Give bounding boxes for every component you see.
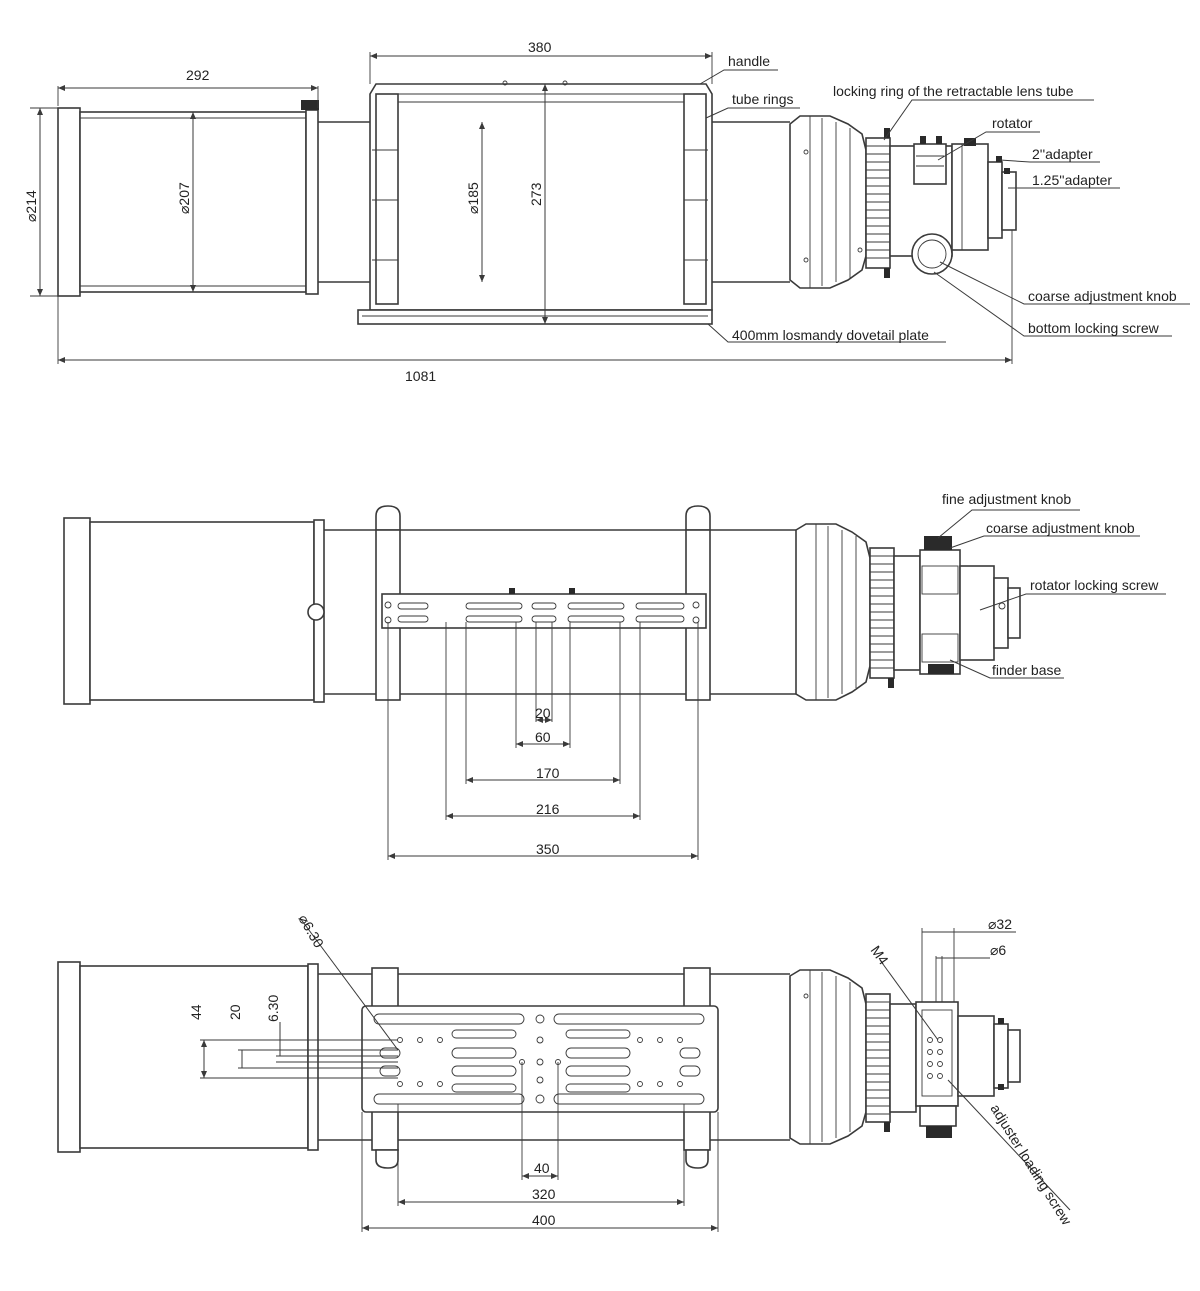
label-adapter-125: 1.25''adapter [1032, 172, 1112, 188]
side-view: handle tube rings locking ring of the re… [23, 39, 1190, 384]
dim-273: 273 [528, 182, 544, 206]
side-dimensions [30, 52, 1013, 364]
dim-630-diag: ⌀6.30 [295, 912, 327, 951]
focus-ring [865, 128, 891, 278]
dim-292: 292 [186, 67, 210, 83]
label-finder-base: finder base [992, 662, 1061, 678]
top-view: fine adjustment knob coarse adjustment k… [63, 491, 1166, 860]
lens-cell [789, 115, 867, 289]
dim-214: ⌀214 [23, 190, 39, 222]
label-m4: M4 [868, 943, 892, 968]
dovetail-top [381, 588, 707, 629]
dim-44: 44 [188, 1004, 204, 1020]
focus-ring-bottom [865, 993, 891, 1132]
label-coarse-knob-top: coarse adjustment knob [986, 520, 1135, 536]
label-handle: handle [728, 53, 770, 69]
label-rotator-screw: rotator locking screw [1030, 577, 1159, 593]
dim-400: 400 [532, 1212, 556, 1228]
rotator-bottom [957, 1015, 1021, 1097]
label-dovetail: 400mm losmandy dovetail plate [732, 327, 929, 343]
label-adapter-2: 2''adapter [1032, 146, 1093, 162]
label-coarse-knob: coarse adjustment knob [1028, 288, 1177, 304]
focuser-body [889, 136, 953, 275]
rotator [951, 138, 997, 251]
dovetail-plate [357, 309, 713, 325]
label-adjuster-screw: adjuster loading screw [987, 1101, 1075, 1228]
dim-350: 350 [536, 841, 560, 857]
bottom-view: ⌀6.30 44 20 6.30 40 320 400 ⌀32 ⌀6 M4 ad… [57, 912, 1075, 1232]
lens-cell-bottom [789, 969, 867, 1145]
dovetail-bottom [361, 1005, 719, 1113]
label-bottom-screw: bottom locking screw [1028, 320, 1160, 336]
bottom-dimensions [200, 917, 1071, 1232]
side-leaders [699, 69, 1190, 343]
rotator-top [959, 565, 1021, 661]
dim-630: 6.30 [265, 995, 281, 1022]
adapters [987, 156, 1017, 239]
dim-20: 20 [535, 705, 551, 721]
top-leaders [937, 509, 1166, 679]
dim-6: ⌀6 [990, 942, 1006, 958]
dim-32: ⌀32 [988, 916, 1012, 932]
label-tube-rings: tube rings [732, 91, 793, 107]
focus-ring-top [869, 547, 895, 688]
dim-320: 320 [532, 1186, 556, 1202]
label-rotator: rotator [992, 115, 1033, 131]
label-fine-knob: fine adjustment knob [942, 491, 1071, 507]
top-dimensions [387, 622, 699, 860]
label-locking-ring: locking ring of the retractable lens tub… [833, 83, 1074, 99]
dim-216: 216 [536, 801, 560, 817]
tube-rings [369, 80, 713, 311]
side-labels: handle tube rings locking ring of the re… [23, 39, 1177, 384]
main-tube-top [324, 529, 796, 695]
dim-380: 380 [528, 39, 552, 55]
dim-20-vert: 20 [227, 1004, 243, 1020]
focuser-bottom [889, 1001, 959, 1138]
dew-shield-top [63, 517, 325, 705]
dew-shield-bottom [57, 961, 319, 1153]
dim-170: 170 [536, 765, 560, 781]
top-labels: fine adjustment knob coarse adjustment k… [535, 491, 1159, 857]
dim-1081: 1081 [405, 368, 436, 384]
focuser-top [893, 536, 982, 675]
dim-60: 60 [535, 729, 551, 745]
dim-40: 40 [534, 1160, 550, 1176]
dim-185: ⌀185 [465, 182, 481, 214]
dim-207: ⌀207 [176, 182, 192, 214]
lens-cell-top [795, 523, 871, 701]
